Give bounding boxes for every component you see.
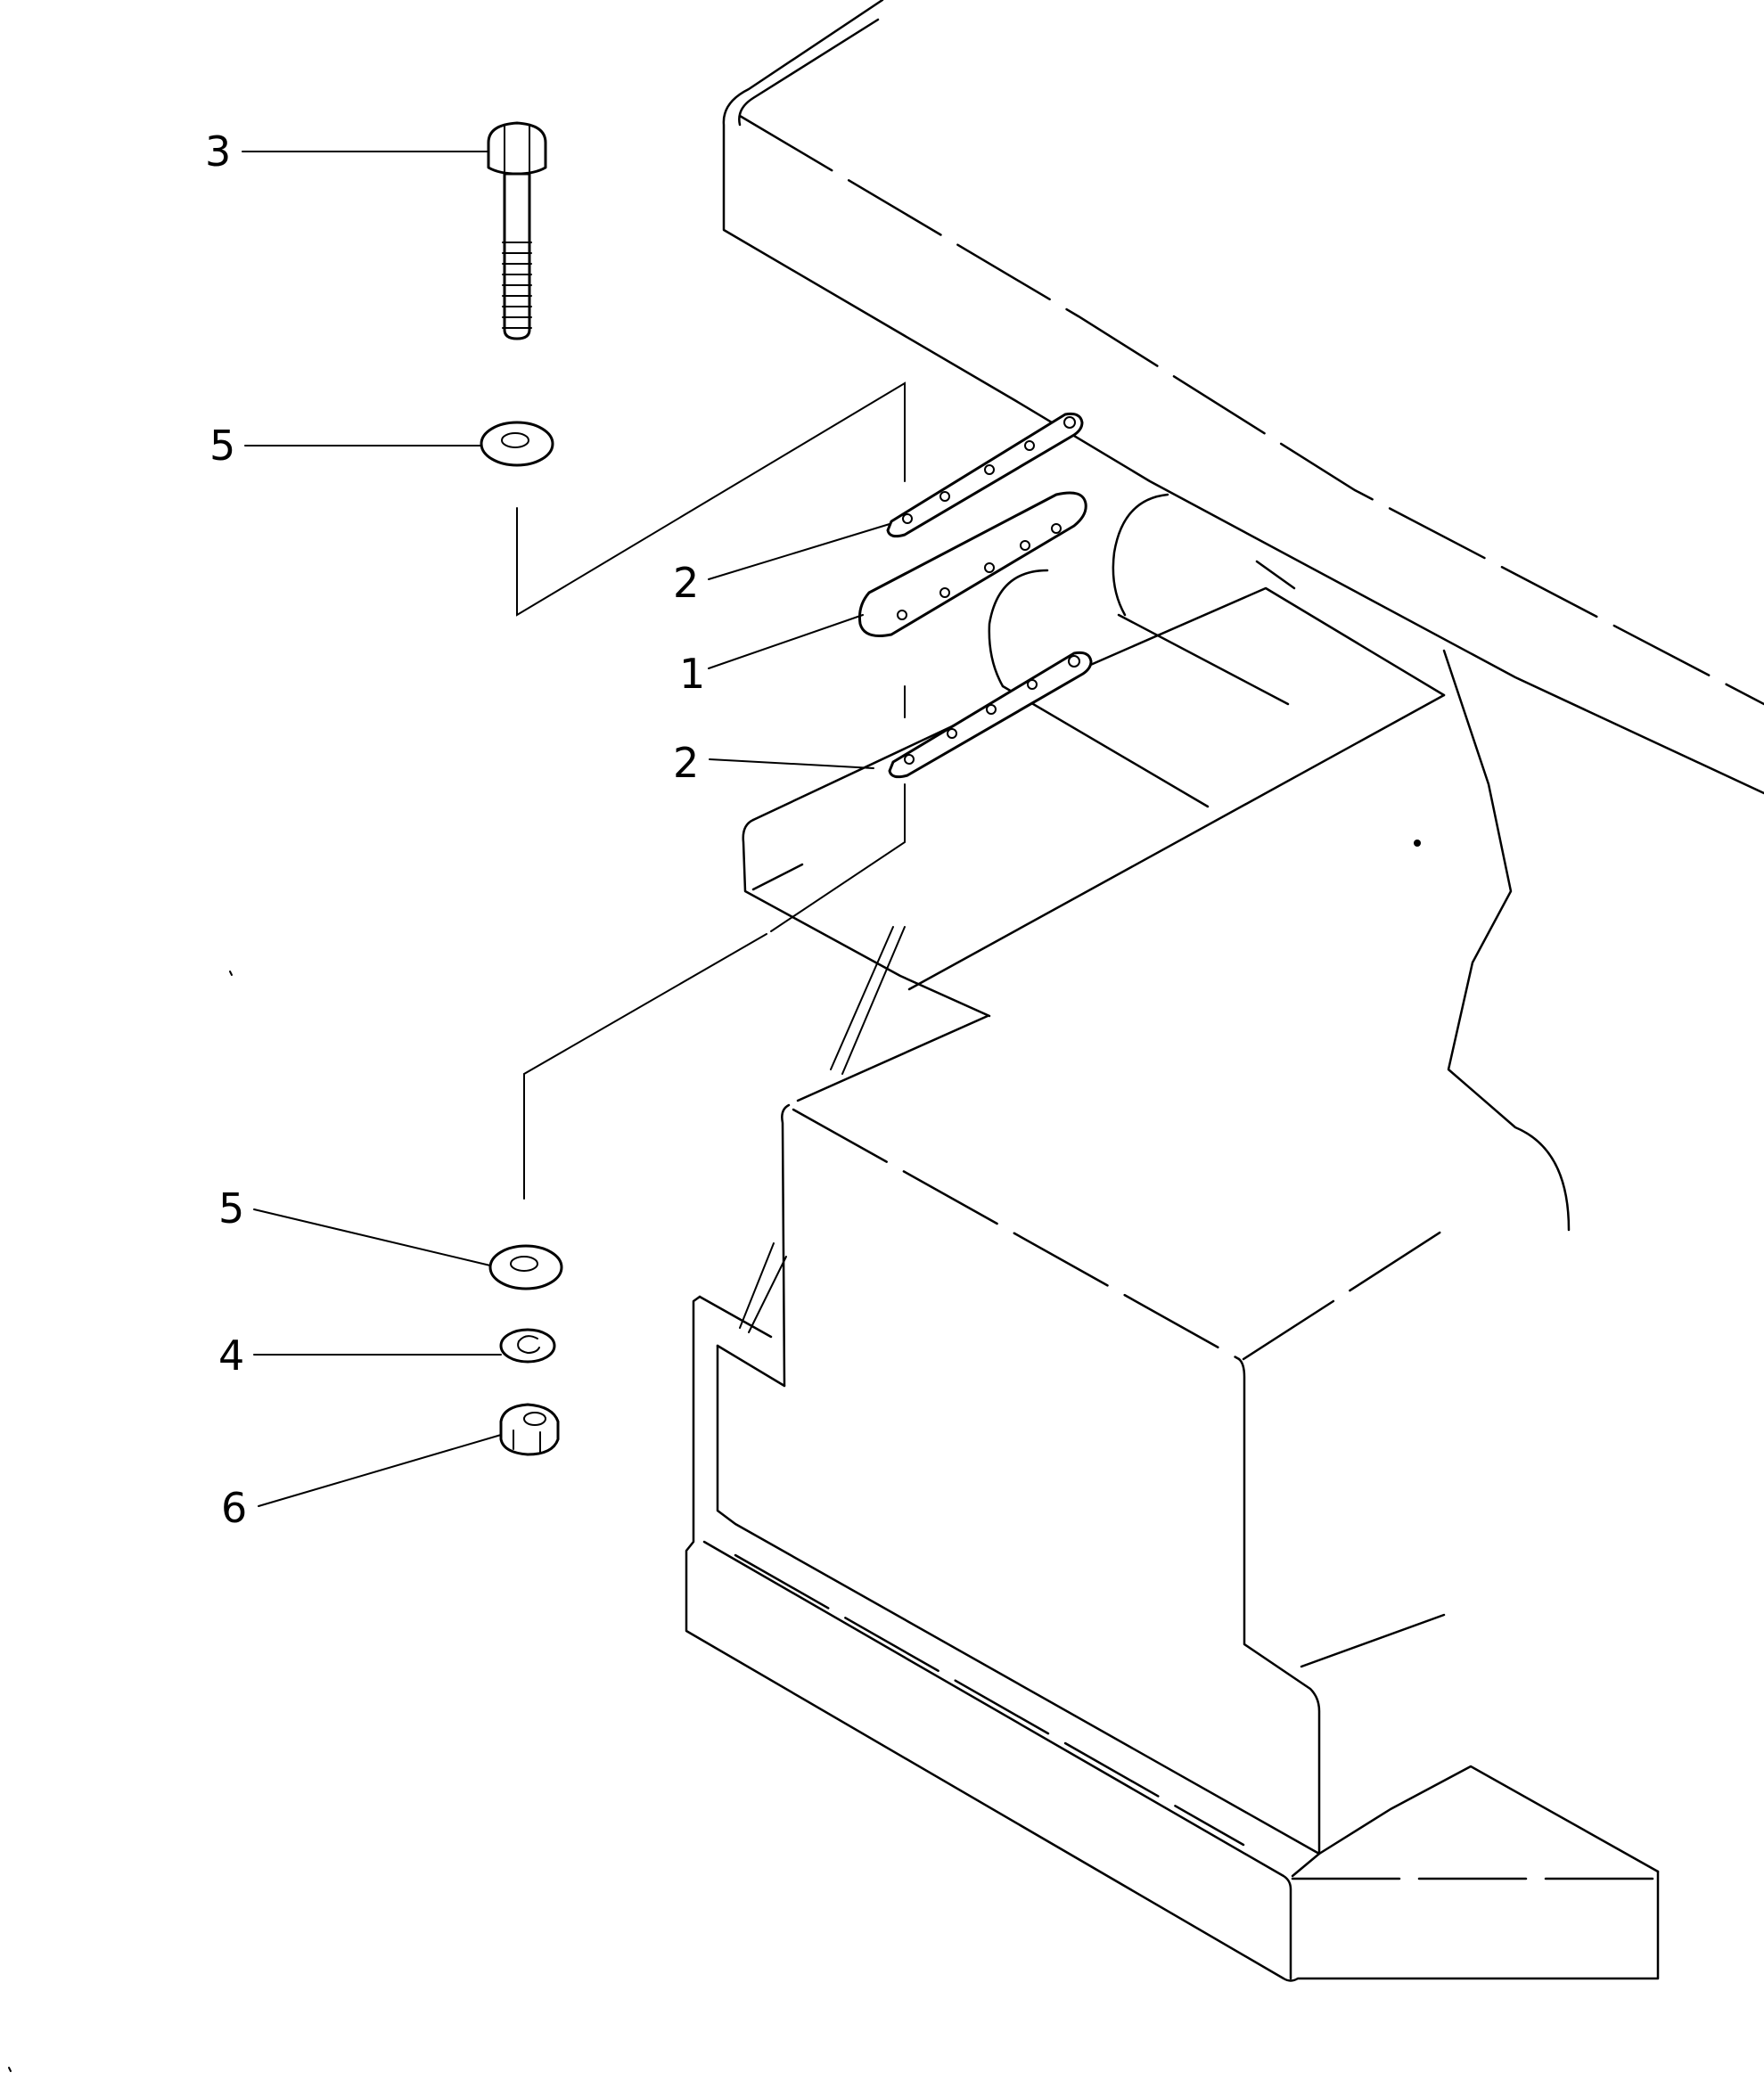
callout-bolt: 3 — [205, 127, 231, 176]
shim-lower — [888, 651, 1093, 779]
washer-lower — [488, 1244, 563, 1290]
washer-upper — [480, 421, 554, 467]
callout-nut: 6 — [221, 1484, 247, 1532]
callouts: 3 5 2 1 2 5 4 6 — [205, 127, 705, 1532]
callout-washer-lower: 5 — [218, 1184, 244, 1233]
callout-plate: 1 — [679, 650, 705, 698]
nut — [499, 1403, 560, 1456]
plate — [858, 491, 1087, 637]
callout-lock-washer: 4 — [218, 1331, 244, 1380]
callout-washer-upper: 5 — [209, 422, 235, 470]
shim-upper — [886, 412, 1084, 538]
bolt — [487, 121, 547, 340]
lock-washer — [499, 1328, 556, 1364]
callout-shim-lower: 2 — [673, 739, 699, 787]
machine-frame — [8, 0, 1764, 2072]
callout-shim-upper: 2 — [673, 559, 699, 607]
leader-lines — [242, 151, 890, 1507]
assembly-centerlines — [516, 381, 906, 1200]
